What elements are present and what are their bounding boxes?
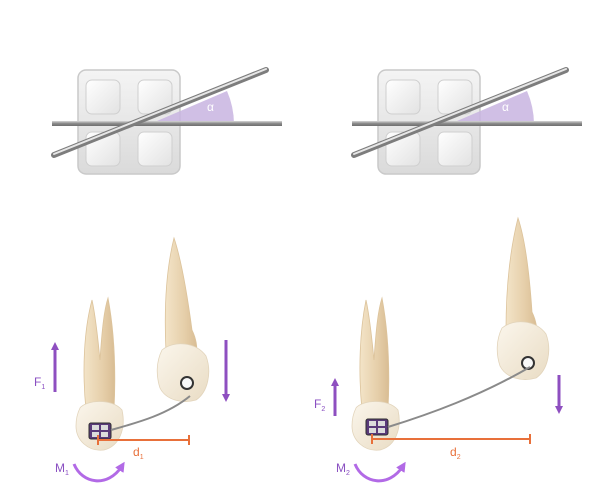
angle-label: α	[207, 100, 214, 114]
force-label: F1	[34, 375, 45, 391]
tube-icon	[180, 376, 194, 390]
bracket-detail-left: α	[51, 67, 282, 175]
archwire-icon	[51, 67, 282, 158]
bracket-icon	[88, 422, 112, 440]
moment-arrow-icon	[72, 461, 125, 483]
archwire-icon	[387, 366, 531, 428]
moment-arrow-icon	[353, 461, 406, 483]
distance-label: d2	[450, 445, 461, 461]
angle-icon	[150, 91, 234, 124]
distance-bar-icon	[97, 435, 190, 445]
angle-icon	[450, 91, 534, 124]
distance-bar-icon	[371, 434, 531, 444]
moment-label: M2	[336, 461, 350, 477]
tooth-icon	[496, 216, 550, 380]
bracket-detail-right: α	[351, 67, 582, 175]
archwire-icon	[351, 67, 582, 158]
archwire-icon	[110, 395, 191, 431]
moment-label: M1	[55, 461, 69, 477]
tooth-icon	[156, 236, 210, 402]
angle-label: α	[502, 100, 509, 114]
teeth-scene-left: d1 F1 M1	[34, 236, 230, 483]
teeth-scene-right: d2 F2 M2	[314, 216, 563, 483]
distance-label: d1	[133, 445, 144, 461]
force-label: F2	[314, 397, 325, 413]
bracket-icon	[365, 418, 389, 436]
